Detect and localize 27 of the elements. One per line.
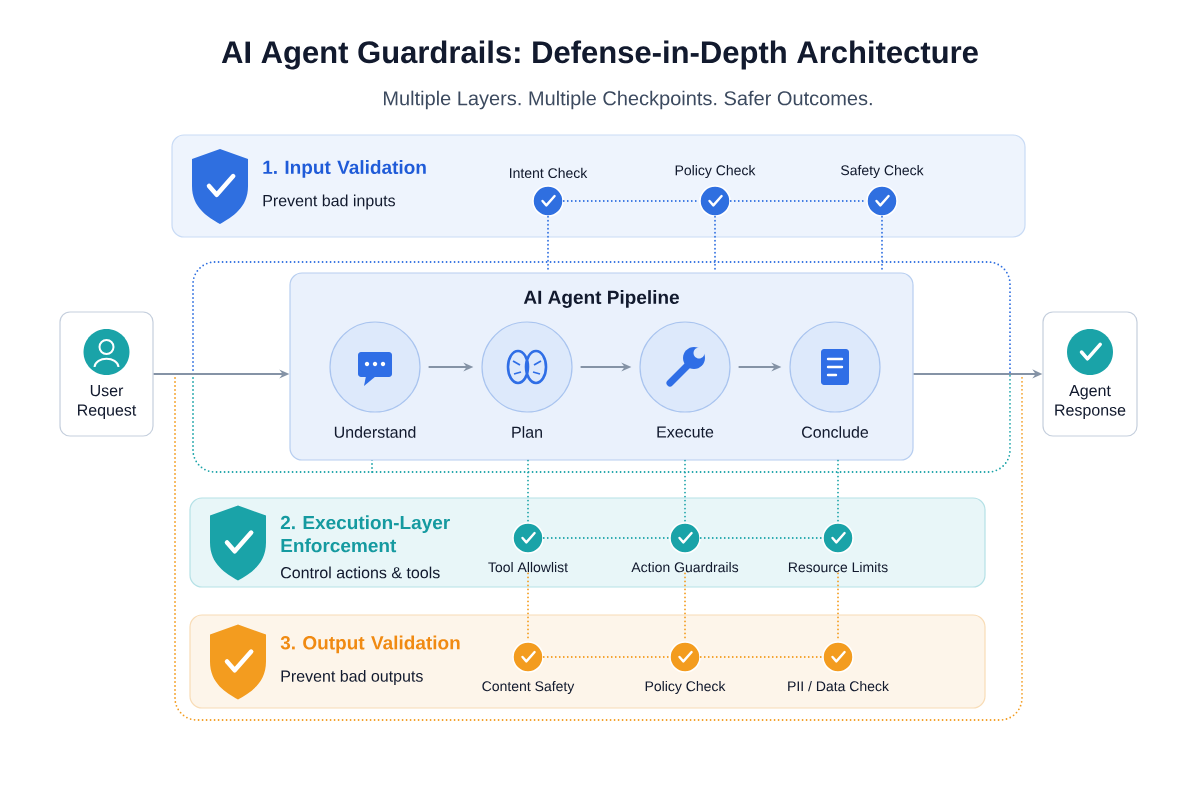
node-label: Safety Check — [841, 165, 924, 179]
checkpoint: Safety Check — [841, 165, 924, 217]
checkpoint: Action Guardrails — [631, 522, 739, 573]
node-label: Action Guardrails — [631, 561, 739, 573]
checkpoint: PII / Data Check — [788, 641, 889, 692]
checkpoint: Tool Allowlist — [488, 522, 568, 573]
node-label: Policy Check — [675, 165, 756, 179]
node-label: Intent Check — [509, 167, 588, 179]
node-label: PII / Data Check — [788, 680, 889, 692]
connector — [837, 459, 839, 524]
node-label: Resource Limits — [788, 561, 888, 573]
checkpoint: Content Safety — [482, 641, 575, 694]
node-label: Content Safety — [482, 680, 575, 694]
node-label: Policy Check — [645, 680, 726, 694]
connector — [699, 537, 824, 539]
title: AI Agent Guardrails: Defense-in-Depth Architecture — [221, 40, 978, 70]
subtitle: Multiple Layers. Multiple Checkpoints. Safer Outcomes. — [384, 90, 872, 110]
checkpoint: Policy Check — [675, 165, 756, 217]
connector — [542, 656, 671, 658]
connector — [699, 656, 824, 658]
checkpoint: Intent Check — [510, 167, 588, 217]
connector — [684, 459, 686, 524]
checkpoint: Resource Limits — [788, 522, 888, 573]
connector — [527, 459, 529, 524]
checkpoint: Policy Check — [645, 641, 726, 694]
connector — [542, 537, 671, 539]
node-label: Tool Allowlist — [488, 561, 568, 573]
